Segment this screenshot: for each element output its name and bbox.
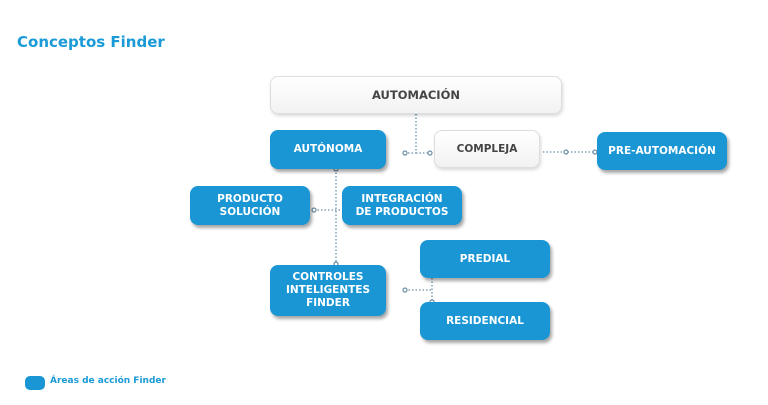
node-predial: PREDIAL: [420, 240, 550, 278]
connector-controles-predial-residencial: [405, 278, 433, 302]
legend-swatch: [25, 376, 45, 390]
node-producto-solucion: PRODUCTO SOLUCIÓN: [190, 186, 310, 225]
node-automacion: AUTOMACIÓN: [270, 76, 562, 114]
node-compleja: COMPLEJA: [434, 130, 540, 168]
node-autonoma: AUTÓNOMA: [270, 130, 386, 169]
node-integracion-productos: INTEGRACIÓN DE PRODUCTOS: [342, 186, 462, 225]
legend-label: Áreas de acción Finder: [50, 376, 166, 386]
page-title: Conceptos Finder: [17, 33, 165, 51]
node-controles-inteligentes: CONTROLES INTELIGENTES FINDER: [270, 265, 386, 316]
node-pre-automacion: PRE-AUTOMACIÓN: [597, 132, 727, 170]
node-residencial: RESIDENCIAL: [420, 302, 550, 340]
connector-automacion-autonoma: [405, 114, 417, 154]
